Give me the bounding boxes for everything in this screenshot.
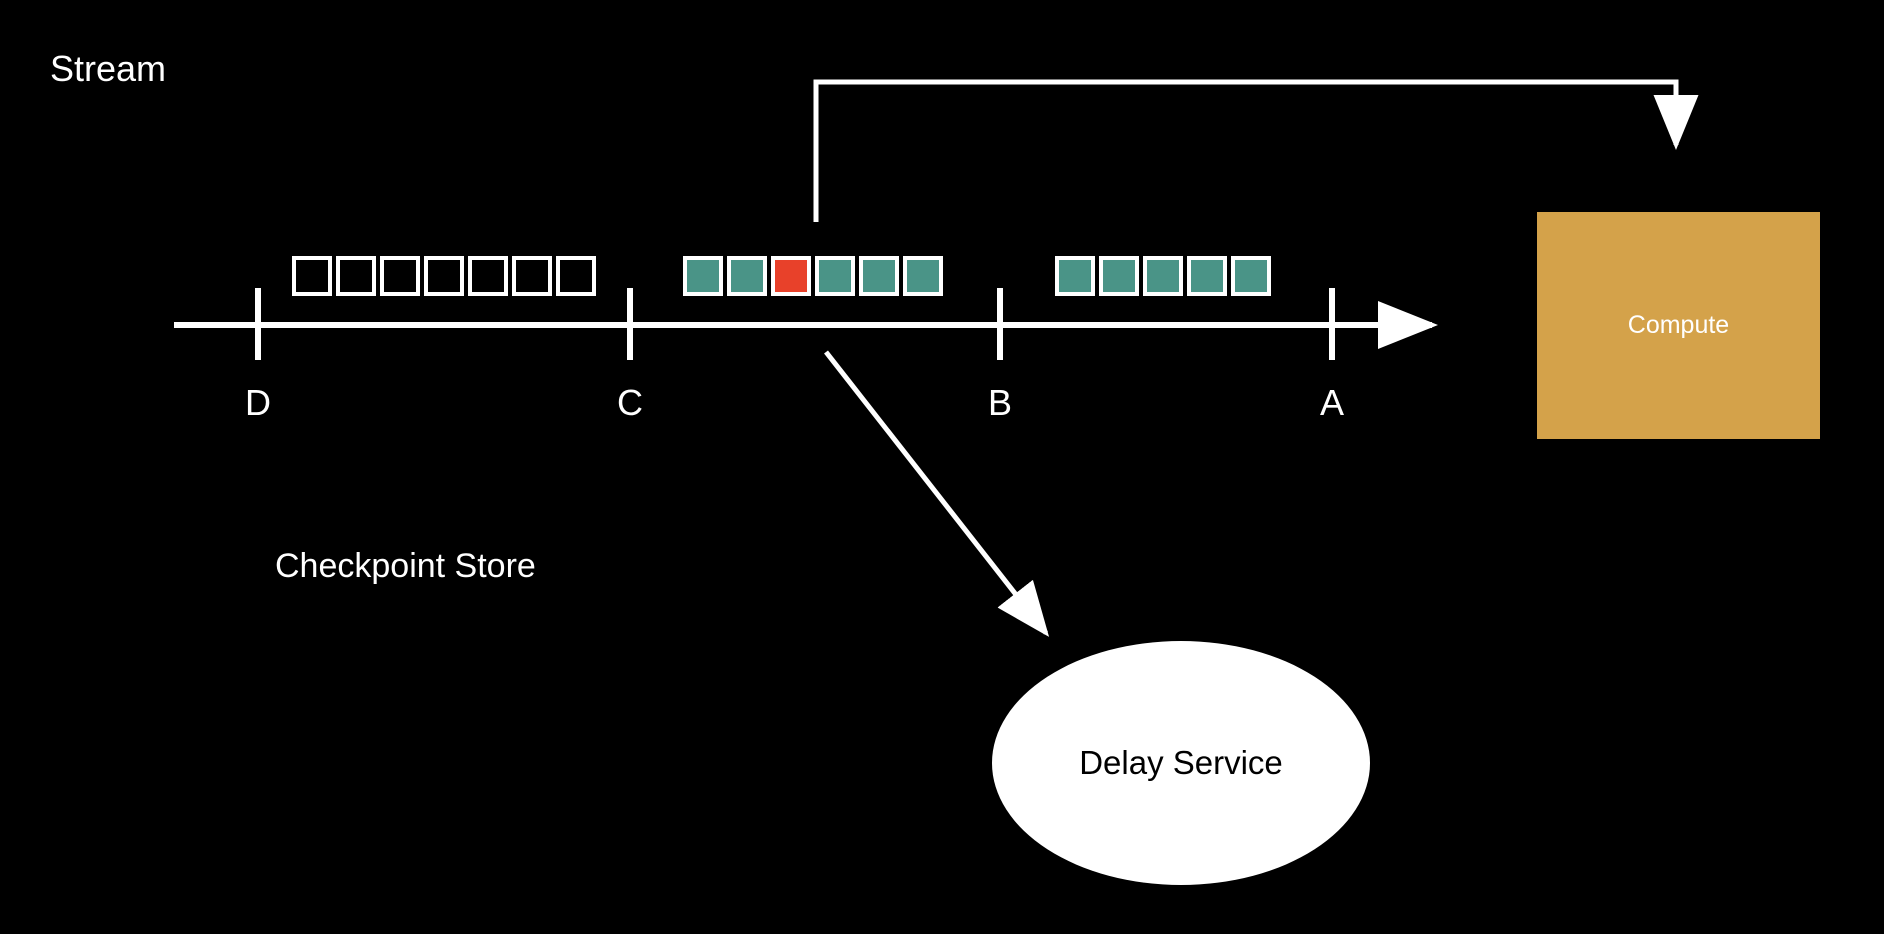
tick-label-b: B (987, 382, 1013, 423)
message-square (1231, 256, 1271, 296)
connector-stream-to-delay-service (824, 350, 1050, 637)
checkpoint-store-label: Checkpoint Store (275, 547, 536, 585)
compute-node[interactable]: Compute (1537, 212, 1820, 439)
message-square (380, 256, 420, 296)
tick-label-d: D (245, 382, 271, 423)
delay-service-node-label: Delay Service (1079, 744, 1283, 781)
message-square (903, 256, 943, 296)
message-square (683, 256, 723, 296)
message-square (727, 256, 767, 296)
stream-label: Stream (50, 48, 167, 89)
tick-label-a: A (1319, 382, 1345, 423)
message-square (1055, 256, 1095, 296)
message-square (292, 256, 332, 296)
tick-label-c: C (617, 382, 643, 423)
connector-stream-to-compute (813, 79, 1699, 222)
message-square (1143, 256, 1183, 296)
message-square (336, 256, 376, 296)
message-square (771, 256, 811, 296)
message-square (556, 256, 596, 296)
message-square (1099, 256, 1139, 296)
message-square (859, 256, 899, 296)
compute-node-label: Compute (1627, 311, 1730, 339)
message-square (815, 256, 855, 296)
delay-service-node[interactable]: Delay Service (992, 641, 1370, 885)
message-square (468, 256, 508, 296)
message-square (1187, 256, 1227, 296)
message-square (512, 256, 552, 296)
message-square (424, 256, 464, 296)
